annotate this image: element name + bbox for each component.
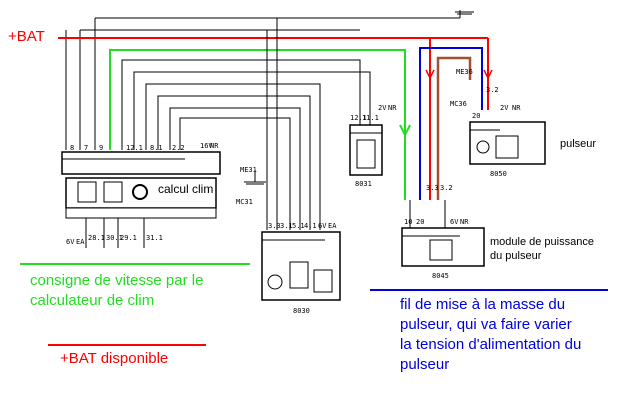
svg-text:NR: NR (512, 104, 521, 112)
c8045-wires (409, 200, 446, 228)
svg-text:3.1: 3.1 (280, 222, 293, 230)
calc-wires (121, 18, 371, 230)
svg-text:28.1: 28.1 (88, 234, 105, 242)
svg-text:8031: 8031 (355, 180, 372, 188)
svg-text:3.2: 3.2 (440, 184, 453, 192)
svg-text:8.1: 8.1 (150, 144, 163, 152)
module-puissance-label-1: module de puissance (490, 236, 594, 248)
blue-annotation-line1: fil de mise à la masse du (400, 296, 566, 313)
ground-mc36-top (455, 11, 474, 15)
svg-text:2.2: 2.2 (172, 144, 185, 152)
svg-text:NR: NR (388, 104, 397, 112)
svg-text:2V: 2V (500, 104, 509, 112)
calcul-clim-box (61, 151, 221, 219)
svg-text:6V: 6V (450, 218, 459, 226)
component-8050 (469, 121, 546, 165)
svg-text:3.3: 3.3 (268, 222, 281, 230)
svg-text:5.1: 5.1 (292, 222, 305, 230)
svg-text:EA: EA (76, 238, 85, 246)
svg-text:8: 8 (70, 144, 74, 152)
svg-text:ME36: ME36 (456, 68, 473, 76)
svg-text:12.1: 12.1 (126, 144, 143, 152)
svg-text:20: 20 (472, 112, 480, 120)
svg-text:EA: EA (328, 222, 337, 230)
component-8045 (401, 227, 485, 267)
green-annotation-line1: consigne de vitesse par le (30, 272, 204, 289)
svg-text:3.2: 3.2 (486, 86, 499, 94)
green-wires (109, 49, 411, 200)
module-puissance-label-2: du pulseur (490, 250, 542, 262)
blue-wires (419, 47, 483, 200)
svg-text:16V: 16V (200, 142, 213, 150)
blue-annotation-line2: pulseur, qui va faire varier (400, 316, 572, 333)
svg-text:NR: NR (460, 218, 469, 226)
svg-text:MC31: MC31 (236, 198, 253, 206)
svg-text:20: 20 (416, 218, 424, 226)
svg-text:10: 10 (404, 218, 412, 226)
component-8031 (349, 124, 383, 176)
svg-text:31.1: 31.1 (146, 234, 163, 242)
svg-text:6V: 6V (66, 238, 75, 246)
svg-text:29.1: 29.1 (120, 234, 137, 242)
svg-text:ME31: ME31 (240, 166, 257, 174)
bat-red-wires (58, 37, 489, 200)
calc-bottom-wires (85, 218, 145, 248)
pulseur-label: pulseur (560, 138, 597, 150)
svg-text:30.1: 30.1 (106, 234, 123, 242)
svg-text:11.1: 11.1 (362, 114, 379, 122)
red-annotation: +BAT disponible (60, 350, 169, 367)
blue-annotation-line4: pulseur (400, 356, 450, 373)
red-arrows (425, 69, 493, 80)
component-8030 (261, 231, 341, 301)
svg-text:3.3: 3.3 (426, 184, 439, 192)
svg-text:2V: 2V (378, 104, 387, 112)
svg-text:8045: 8045 (432, 272, 449, 280)
blue-annotation-line3: la tension d'alimentation du (400, 336, 582, 353)
svg-text:6V: 6V (318, 222, 327, 230)
svg-text:12.1: 12.1 (350, 114, 367, 122)
calcul-clim-label: calcul clim (158, 182, 214, 196)
svg-text:MC36: MC36 (450, 100, 467, 108)
svg-text:4.1: 4.1 (304, 222, 317, 230)
svg-text:9: 9 (99, 144, 103, 152)
bat-label: +BAT (8, 28, 45, 45)
svg-text:NR: NR (210, 142, 219, 150)
wire-labels: 8 7 9 12.1 8.1 2.2 16V NR 6V EA 28.1 30.… (66, 68, 521, 315)
svg-text:7: 7 (84, 144, 88, 152)
svg-text:8050: 8050 (490, 170, 507, 178)
green-annotation-line2: calculateur de clim (30, 292, 155, 309)
svg-text:8030: 8030 (293, 307, 310, 315)
brown-wire (436, 56, 472, 200)
ground-mc31 (244, 170, 266, 185)
